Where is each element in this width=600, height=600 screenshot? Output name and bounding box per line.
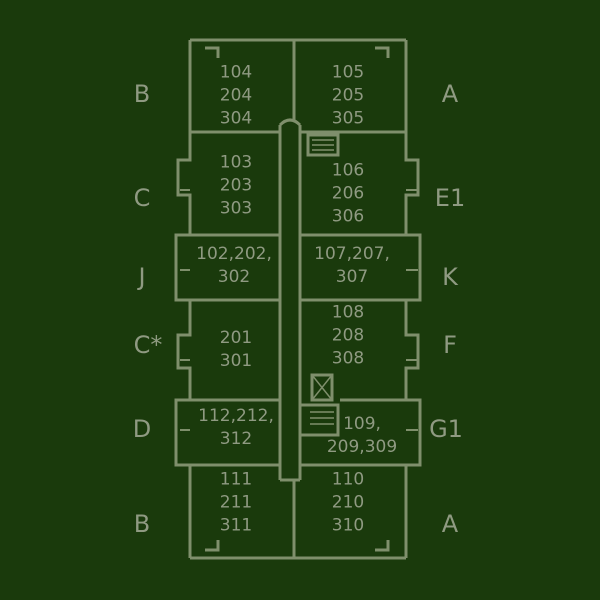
- stair-top: [306, 133, 340, 157]
- type-label-left: B: [133, 510, 151, 538]
- type-label-left: D: [132, 415, 152, 443]
- type-label-right: A: [441, 510, 459, 538]
- unit-109: 109,209,309: [326, 414, 398, 457]
- unit-112: 112,212,312: [198, 406, 274, 449]
- unit-102: 102,202,302: [196, 244, 272, 287]
- type-label-left: C: [133, 184, 151, 212]
- type-label-left: J: [138, 263, 146, 291]
- type-label-left: C*: [133, 331, 163, 359]
- elevator: [310, 373, 334, 402]
- type-label-right: A: [441, 80, 459, 108]
- corridor-top: [278, 118, 302, 127]
- unit-107: 107,207,307: [314, 244, 390, 287]
- type-label-right: F: [443, 331, 457, 359]
- type-label-right: E1: [434, 184, 466, 212]
- type-label-left: B: [133, 80, 151, 108]
- right-outer-wall: [404, 40, 422, 558]
- left-outer-wall: [174, 40, 192, 558]
- type-label-right: G1: [429, 415, 463, 443]
- stair-bottom: [298, 403, 340, 437]
- type-label-right: K: [442, 263, 458, 291]
